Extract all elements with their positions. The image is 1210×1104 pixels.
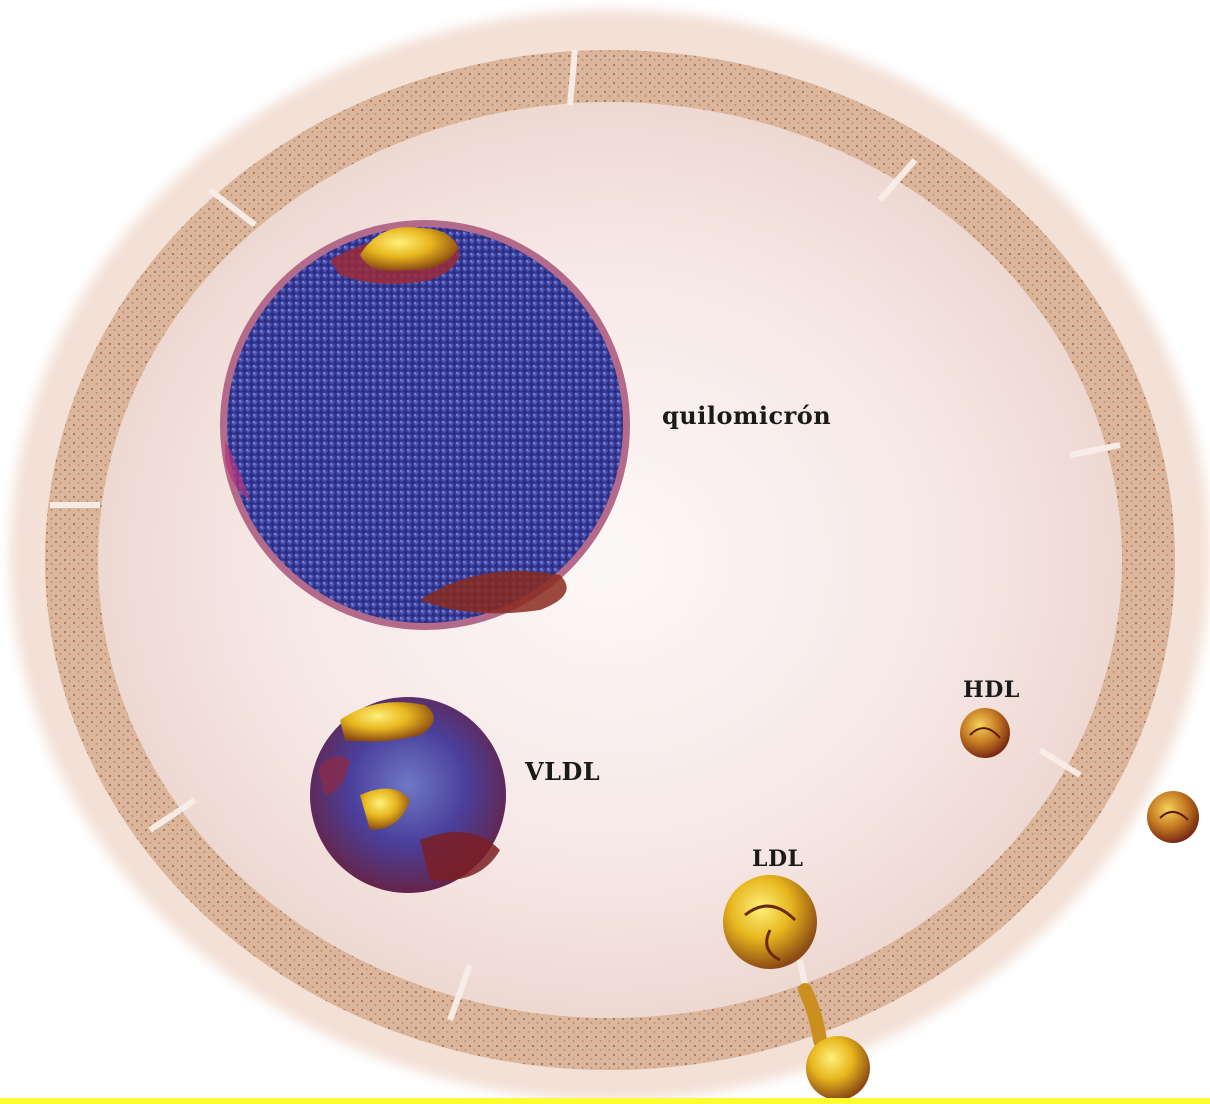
chylomicron-particle [220, 220, 630, 630]
vldl-particle [310, 697, 506, 893]
label-chylomicron: quilomicrón [662, 401, 831, 430]
hdl-particle-outside [1147, 791, 1199, 843]
ldl-particle [723, 875, 817, 969]
hdl-particle [960, 708, 1010, 758]
label-vldl: VLDL [524, 757, 600, 786]
label-hdl: HDL [963, 677, 1020, 703]
label-ldl: LDL [752, 846, 804, 872]
bottom-border [0, 1098, 1210, 1104]
vessel-wall [45, 50, 1175, 1070]
